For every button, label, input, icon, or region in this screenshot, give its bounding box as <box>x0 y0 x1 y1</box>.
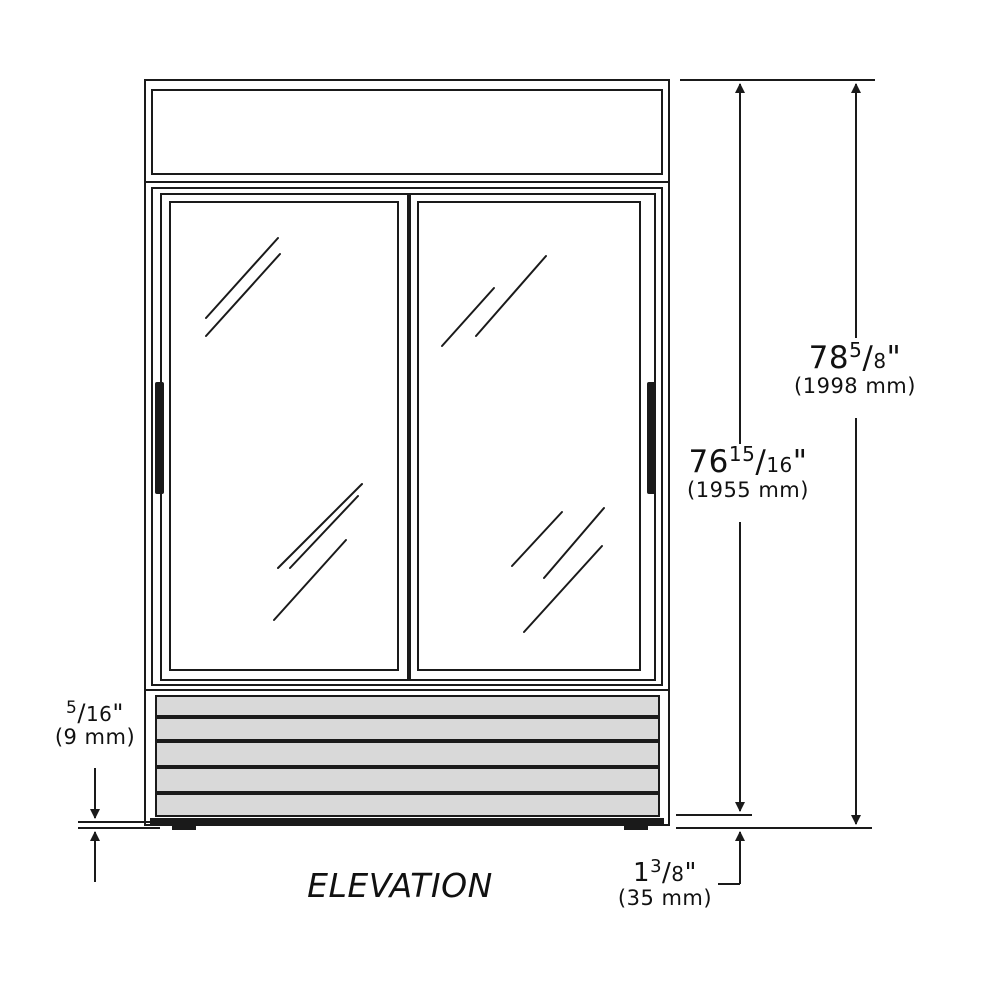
left-door-glass <box>169 201 399 671</box>
header-panel <box>151 89 663 175</box>
cabinet-outline <box>144 79 670 826</box>
overall-height-label: 785/8" (1998 mm) <box>794 338 916 398</box>
leg-height-label: 13/8" (35 mm) <box>617 856 713 911</box>
right-door <box>409 193 656 681</box>
left-foot <box>172 822 196 830</box>
bottom-gap-label: 5/16" (9 mm) <box>54 698 136 750</box>
door-frame <box>151 187 663 686</box>
right-foot <box>624 822 648 830</box>
right-door-glass <box>417 201 641 671</box>
view-caption: ELEVATION <box>307 866 493 905</box>
body-height-label: 7615/16" (1955 mm) <box>687 442 809 502</box>
glass-reflections <box>205 237 605 633</box>
cabinet-base <box>150 818 664 824</box>
dimension-lines <box>78 79 875 885</box>
left-door-handle <box>155 382 164 494</box>
grille <box>155 695 660 817</box>
right-door-handle <box>647 382 656 494</box>
